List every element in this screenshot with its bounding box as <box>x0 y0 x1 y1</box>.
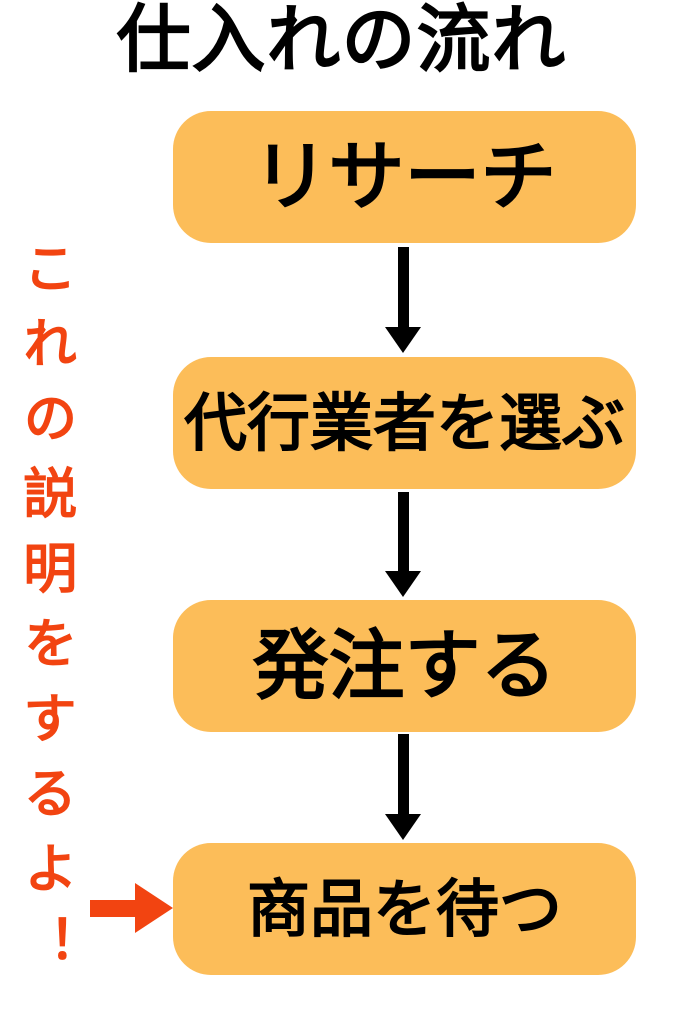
right-arrow-head <box>135 883 173 933</box>
flow-step-research: リサーチ <box>173 111 636 243</box>
down-arrow-icon <box>385 247 422 353</box>
down-arrow-shaft <box>398 247 409 328</box>
flow-step-label: 発注する <box>252 621 557 710</box>
down-arrow-head <box>385 571 421 597</box>
page-title: 仕入れの流れ <box>116 0 567 83</box>
right-arrow-icon <box>90 883 173 933</box>
flow-step-label: リサーチ <box>252 132 557 221</box>
flow-step-label: 代行業者を選ぶ <box>184 386 625 460</box>
down-arrow-icon <box>385 734 422 840</box>
down-arrow-shaft <box>398 492 409 572</box>
flow-step-wait-for-goods: 商品を待つ <box>173 843 636 975</box>
flow-step-choose-agent: 代行業者を選ぶ <box>173 357 636 489</box>
down-arrow-shaft <box>398 734 409 815</box>
right-arrow-shaft <box>90 900 136 917</box>
down-arrow-head <box>385 814 421 840</box>
flow-step-label: 商品を待つ <box>247 872 562 946</box>
flow-step-place-order: 発注する <box>173 600 636 732</box>
vertical-annotation: これの説明をするよ！ <box>13 240 77 990</box>
down-arrow-head <box>385 327 421 353</box>
down-arrow-icon <box>385 492 422 597</box>
